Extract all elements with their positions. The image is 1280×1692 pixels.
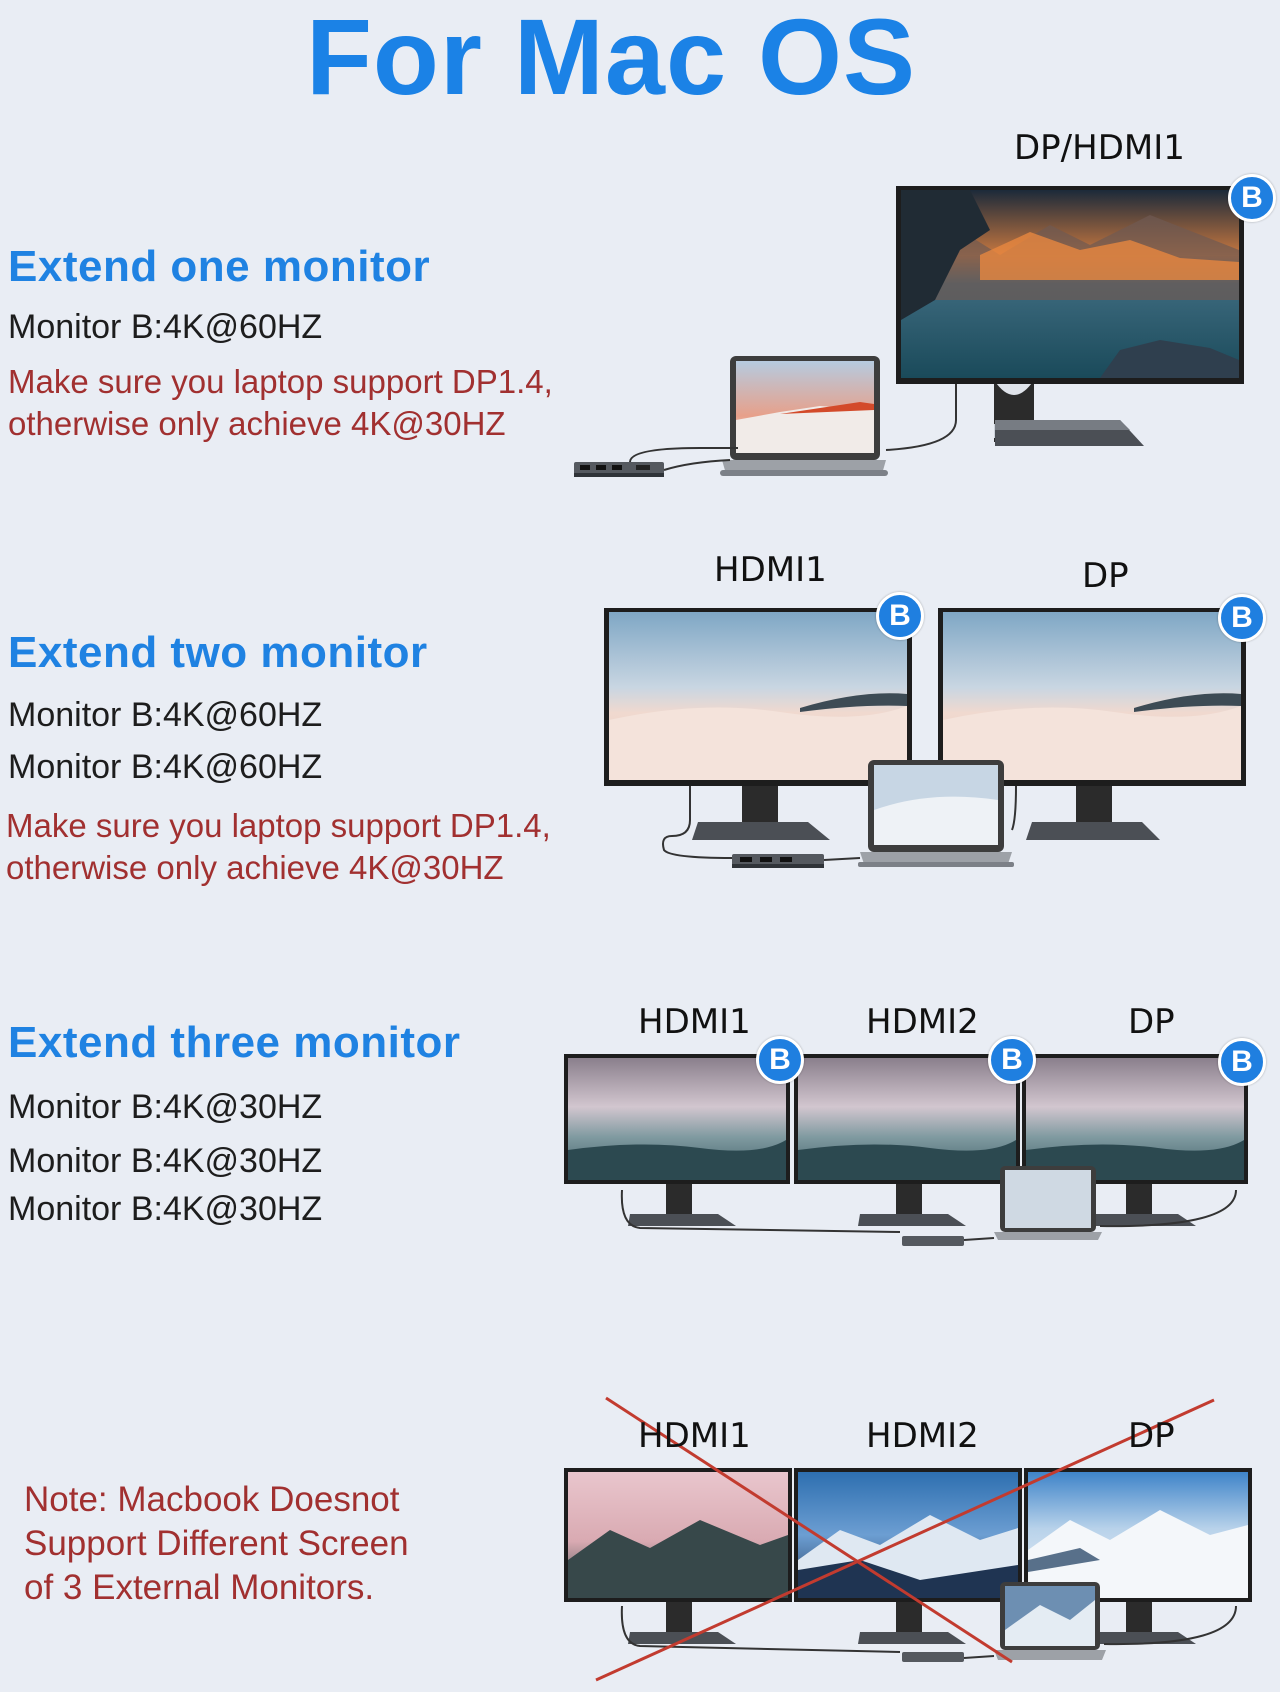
- section-3-spec-1: Monitor B:4K@30HZ: [8, 1088, 323, 1126]
- section-1-spec-1: Monitor B:4K@60HZ: [8, 308, 323, 346]
- cross-line-1: [605, 1396, 1013, 1664]
- cross-line-2: [595, 1398, 1215, 1682]
- port-label-hdmi2: HDMI2: [866, 1002, 979, 1042]
- section-2-warning-1: Make sure you laptop support DP1.4,: [6, 807, 551, 844]
- page-title: For Mac OS: [305, 0, 917, 117]
- port-label-hdmi1: HDMI1: [638, 1416, 751, 1456]
- section-3-spec-2: Monitor B:4K@30HZ: [8, 1142, 323, 1180]
- monitor-illustration-1: [574, 186, 1244, 477]
- note-line-3: of 3 External Monitors.: [24, 1568, 375, 1607]
- monitor-b-badge: B: [988, 1036, 1036, 1084]
- section-3-heading: Extend three monitor: [8, 1018, 461, 1067]
- section-3-spec-3: Monitor B:4K@30HZ: [8, 1190, 323, 1228]
- port-label-hdmi1: HDMI1: [638, 1002, 751, 1042]
- section-2-spec-2: Monitor B:4K@60HZ: [8, 748, 323, 786]
- section-1-warning-2: otherwise only achieve 4K@30HZ: [8, 405, 506, 442]
- section-2-warning-2: otherwise only achieve 4K@30HZ: [6, 849, 504, 886]
- section-1-warning-1: Make sure you laptop support DP1.4,: [8, 363, 553, 400]
- port-label-dp: DP: [1128, 1416, 1175, 1456]
- monitor-b-badge: B: [1218, 1038, 1266, 1086]
- port-label-dp-hdmi1: DP/HDMI1: [1014, 128, 1185, 168]
- monitor-b-badge: B: [876, 592, 924, 640]
- monitor-illustration-4: [564, 1396, 1252, 1682]
- monitor-b-badge: B: [1228, 174, 1276, 222]
- monitor-illustration-2: [604, 608, 1246, 868]
- note-line-2: Support Different Screen: [24, 1524, 409, 1563]
- section-2-heading: Extend two monitor: [8, 628, 428, 677]
- monitor-b-badge: B: [1218, 594, 1266, 642]
- port-label-dp: DP: [1128, 1002, 1175, 1042]
- port-label-dp: DP: [1082, 556, 1129, 596]
- monitor-b-badge: B: [756, 1036, 804, 1084]
- section-2-spec-1: Monitor B:4K@60HZ: [8, 696, 323, 734]
- port-label-hdmi1: HDMI1: [714, 550, 827, 590]
- note-line-1: Note: Macbook Doesnot: [24, 1480, 400, 1519]
- section-1-heading: Extend one monitor: [8, 242, 431, 291]
- monitor-illustration-3: [564, 1054, 1248, 1246]
- port-label-hdmi2: HDMI2: [866, 1416, 979, 1456]
